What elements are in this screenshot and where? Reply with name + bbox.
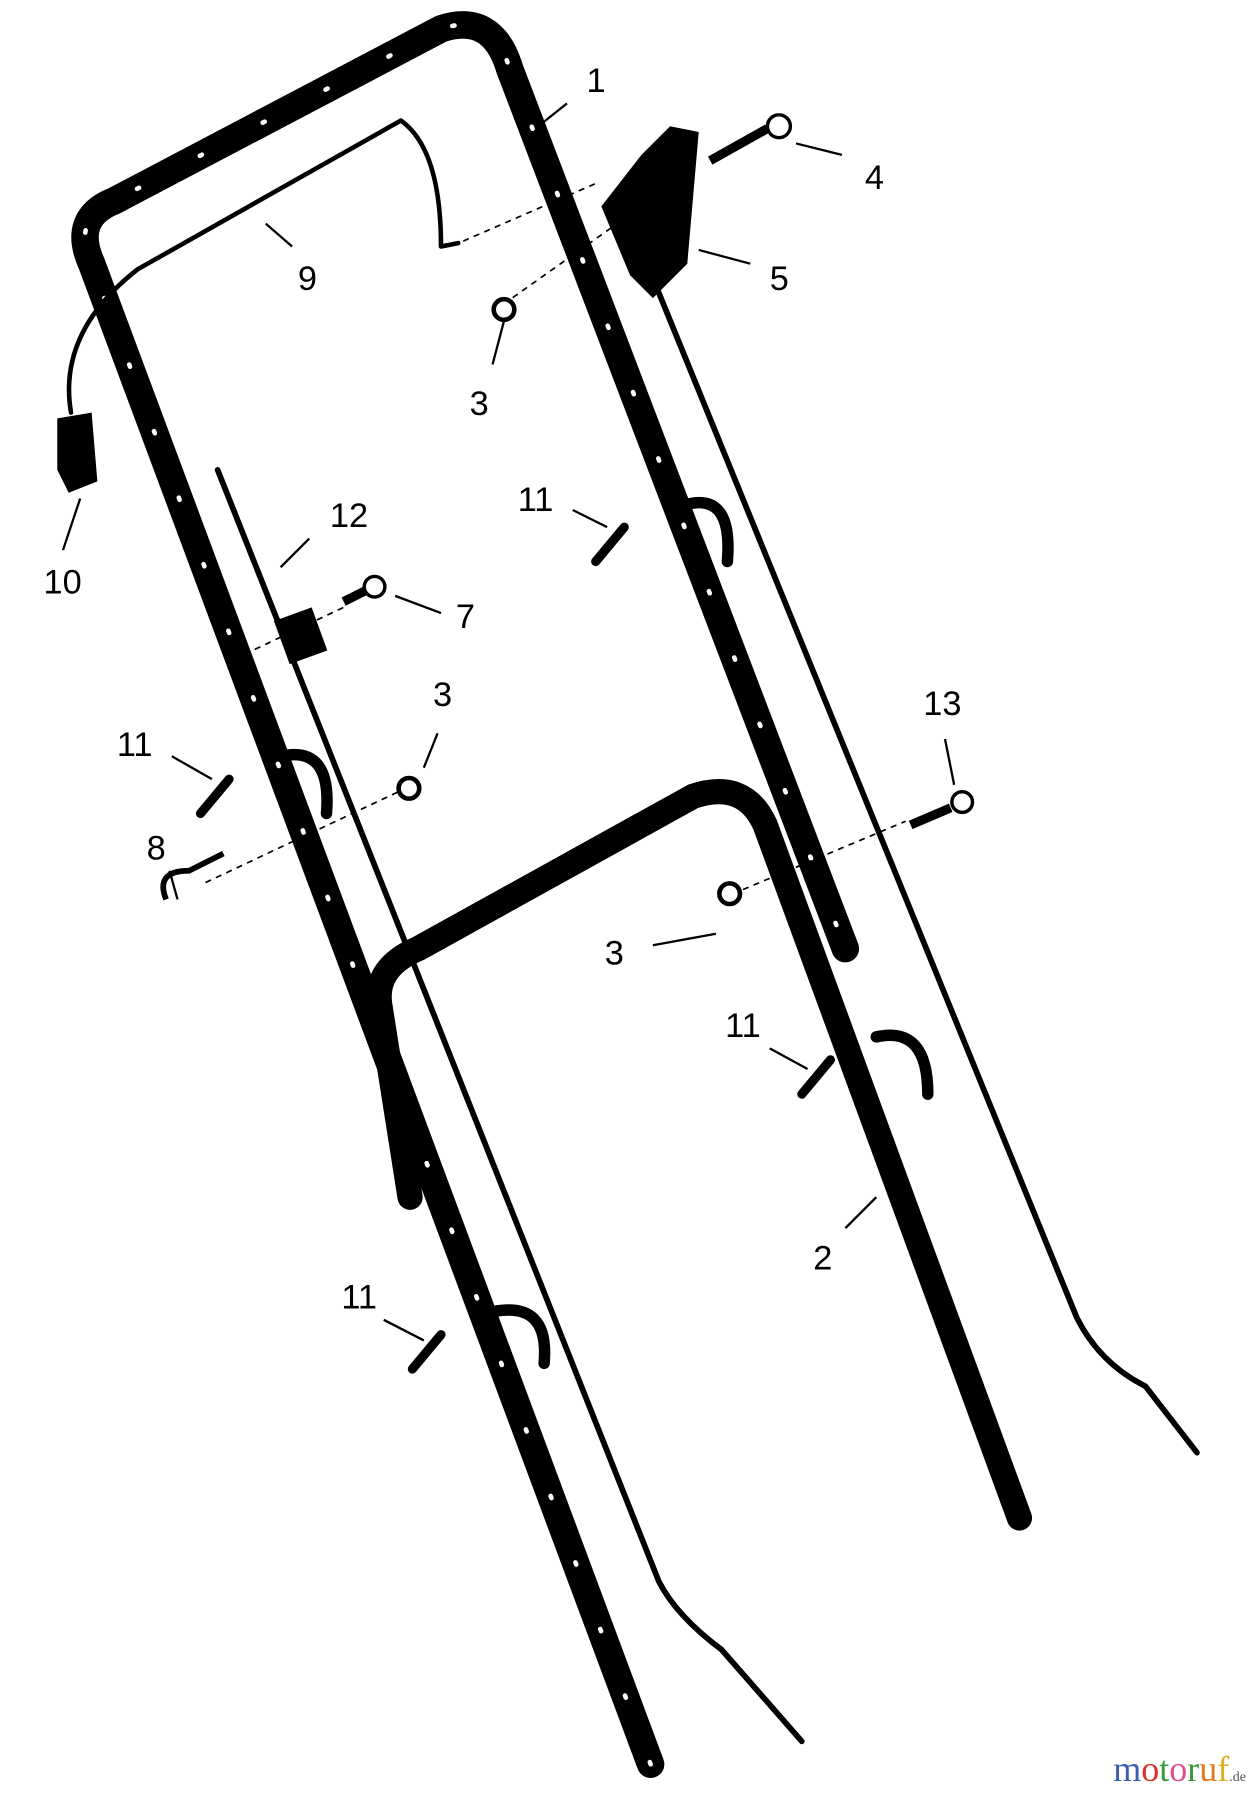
watermark-letter: o	[1169, 1749, 1188, 1789]
stop-wire	[66, 118, 461, 415]
lower-handle	[366, 779, 1033, 1531]
watermark-letter: f	[1217, 1749, 1230, 1789]
callout-1: 1	[586, 62, 605, 100]
watermark-letter: u	[1199, 1749, 1218, 1789]
cable-clamp	[273, 607, 328, 665]
callout-5: 5	[770, 260, 789, 298]
callout-12: 12	[330, 497, 368, 535]
switch	[57, 412, 98, 493]
callout-10: 10	[44, 564, 82, 602]
watermark-logo: motoruf.de	[1113, 1748, 1246, 1790]
watermark-letter: r	[1187, 1749, 1200, 1789]
watermark-suffix: .de	[1229, 1770, 1246, 1785]
callout-7: 7	[456, 598, 475, 636]
control-lever	[601, 126, 699, 299]
callout-3: 3	[470, 385, 489, 423]
callout-4: 4	[865, 159, 884, 197]
callout-labels: 1 2 3 3 3 4 5 7 8 9 10 11 11 11 11 12 13	[44, 62, 962, 1316]
callout-2: 2	[813, 1239, 832, 1277]
callout-8: 8	[147, 829, 166, 867]
callout-3: 3	[605, 935, 624, 973]
clip	[486, 1304, 551, 1370]
callout-11: 11	[341, 1278, 377, 1316]
clip	[274, 749, 333, 820]
watermark-letter: t	[1159, 1749, 1170, 1789]
callout-9: 9	[298, 260, 317, 298]
clip	[870, 1029, 934, 1100]
upper-handle	[71, 11, 860, 1778]
control-cable-right	[655, 289, 1200, 1456]
callout-11: 11	[518, 481, 554, 519]
eyebolt	[160, 851, 225, 901]
clip	[681, 497, 734, 568]
watermark-letter: o	[1141, 1749, 1160, 1789]
callout-11: 11	[725, 1007, 761, 1045]
callout-13: 13	[923, 685, 961, 723]
callout-3: 3	[433, 676, 452, 714]
watermark-letter: m	[1113, 1749, 1142, 1789]
callout-11: 11	[117, 726, 153, 764]
control-cable-left	[214, 467, 805, 1745]
